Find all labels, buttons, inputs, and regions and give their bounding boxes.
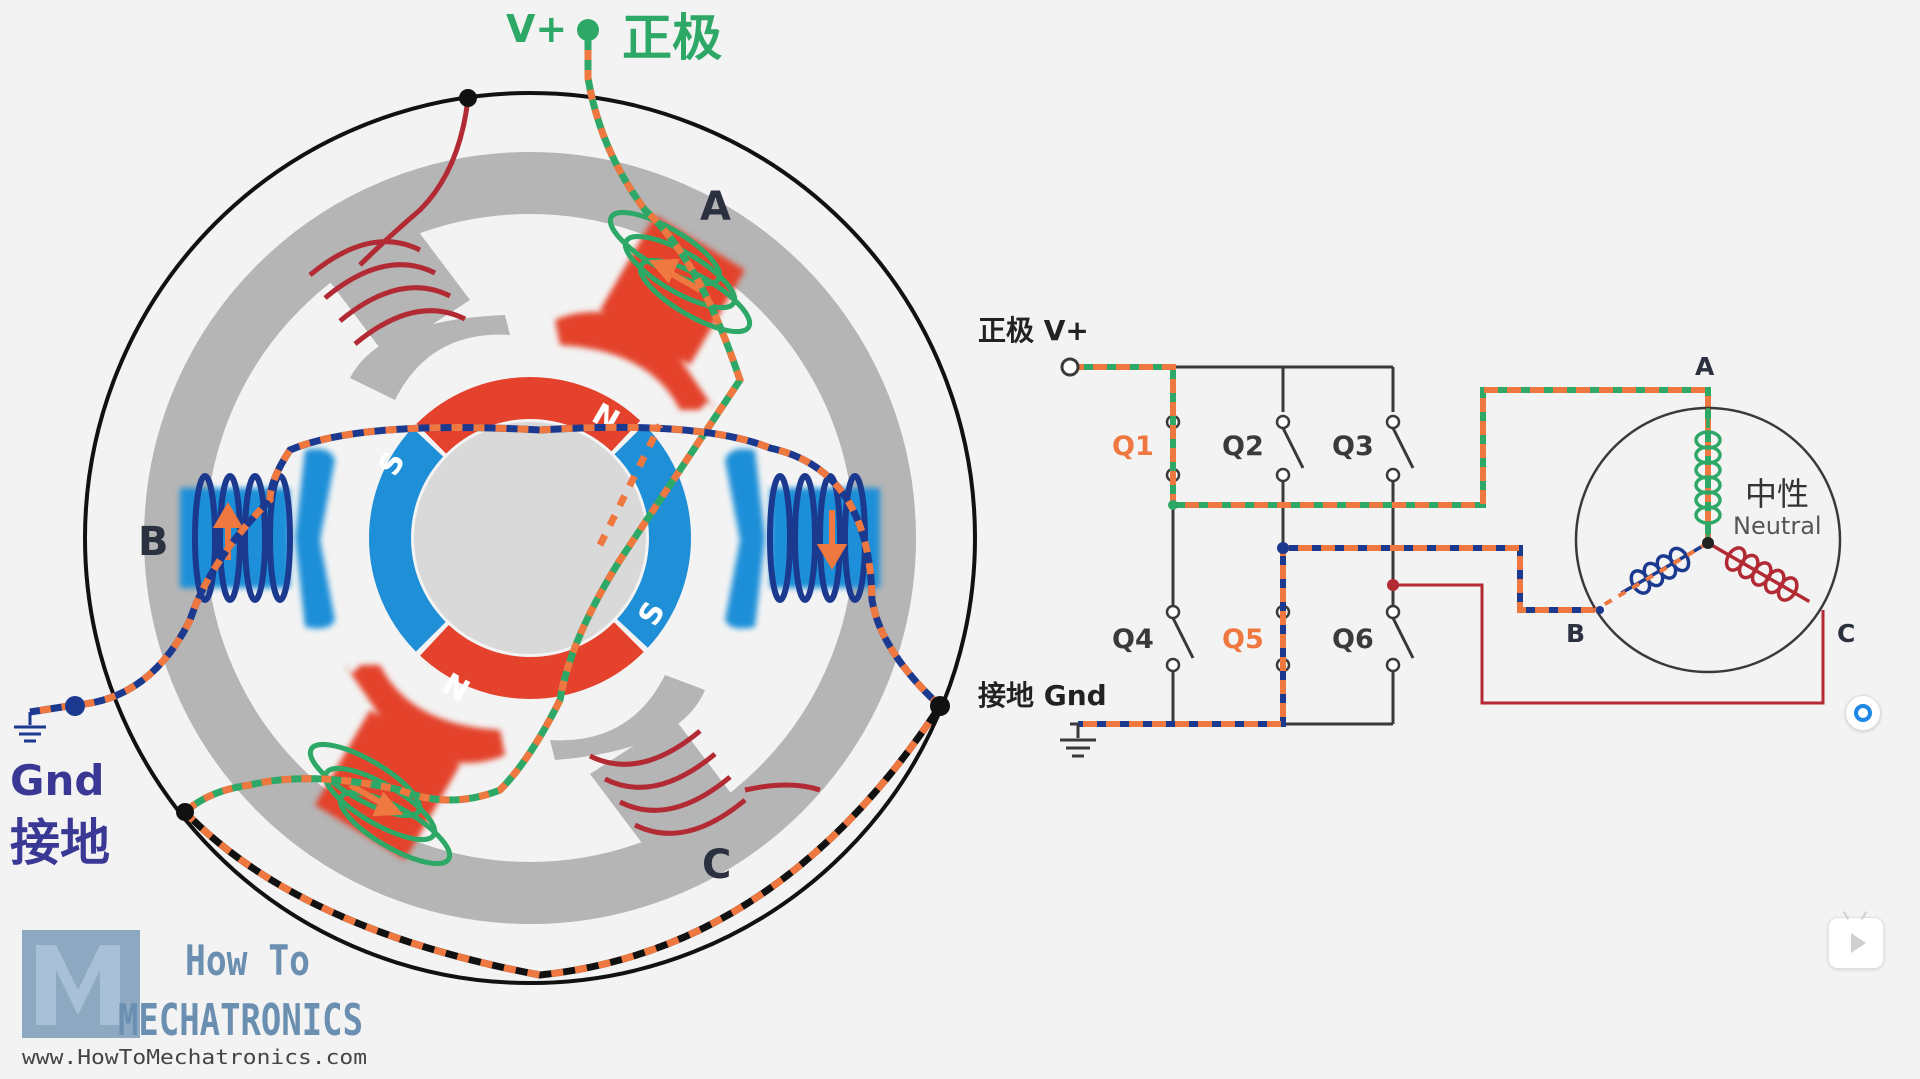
winding-a <box>1694 408 1722 543</box>
junction-q3-node <box>1387 579 1399 591</box>
circuit-phase-b-label: B <box>1566 619 1585 648</box>
stator-ring <box>144 152 916 924</box>
ground-symbol-left <box>14 712 46 743</box>
junction-q2-node <box>1277 542 1289 554</box>
stator-pole-upper-left <box>315 207 510 400</box>
switch-q2 <box>1275 414 1305 483</box>
switch-q5-label: Q5 <box>1222 624 1264 655</box>
vplus-label: V+ <box>506 7 567 51</box>
switch-q4-label: Q4 <box>1112 624 1154 655</box>
phase-a-label: A <box>700 184 731 230</box>
logo-url: www.HowToMechatronics.com <box>22 1045 367 1069</box>
housing-node-right <box>930 696 950 716</box>
winding-b-end <box>1596 606 1604 614</box>
record-indicator-button[interactable] <box>1845 695 1881 731</box>
neutral-en-label: Neutral <box>1733 512 1822 540</box>
inverter-circuit: 正极 V+ 接地 Gnd Q1 Q2 Q3 Q4 Q5 Q6 A B C 中性 … <box>978 314 1855 758</box>
circuit-phase-c-label: C <box>1837 619 1855 648</box>
circuit-gnd-label: 接地 Gnd <box>978 679 1107 712</box>
ground-symbol-circuit <box>1060 724 1096 758</box>
howtomechatronics-logo: How To MECHATRONICS www.HowToMechatronic… <box>22 930 367 1069</box>
phase-c-wire <box>1393 583 1825 705</box>
play-video-button[interactable] <box>1828 911 1884 969</box>
switch-q2-label: Q2 <box>1222 431 1264 462</box>
motor-cross-section: N S S N <box>10 7 977 985</box>
switch-q3-label: Q3 <box>1332 431 1374 462</box>
logo-line1: How To <box>185 936 310 985</box>
stator-pole-lower-right <box>550 675 745 867</box>
coil-lower-right <box>588 729 821 836</box>
phase-b-label: B <box>138 519 169 565</box>
neutral-node <box>1702 537 1714 549</box>
motor-housing <box>83 91 977 985</box>
motor-current-path <box>29 30 943 979</box>
switch-q6 <box>1385 604 1415 673</box>
gnd-cn-label: 接地 <box>10 814 110 872</box>
circuit-phase-a-label: A <box>1695 352 1715 381</box>
switch-q6-label: Q6 <box>1332 624 1374 655</box>
switch-q1-label: Q1 <box>1112 431 1154 462</box>
vplus-terminal-dot <box>577 19 599 41</box>
coil-right <box>767 473 868 603</box>
gnd-label: Gnd <box>10 756 104 805</box>
junction-q1-node <box>1168 500 1178 510</box>
circuit-current-path <box>1070 364 1711 727</box>
neutral-cn-label: 中性 <box>1745 475 1809 513</box>
rotor: N S S N <box>369 377 691 709</box>
flux-arrows <box>212 258 848 817</box>
gnd-terminal-dot <box>65 696 85 716</box>
winding-c <box>1707 541 1811 604</box>
phase-c-label: C <box>702 842 731 888</box>
circuit-vplus-label: 正极 V+ <box>978 314 1089 347</box>
housing-node-left <box>176 803 194 821</box>
winding-b-overlay <box>1593 541 1710 612</box>
switch-q3 <box>1385 414 1415 483</box>
housing-node-top <box>459 89 477 107</box>
coil-upper-left <box>308 97 471 346</box>
switch-q4 <box>1165 604 1195 673</box>
logo-line2: MECHATRONICS <box>118 995 363 1046</box>
vplus-cn-label: 正极 <box>622 9 722 67</box>
vplus-terminal <box>1060 357 1080 377</box>
switches <box>1165 414 1415 673</box>
